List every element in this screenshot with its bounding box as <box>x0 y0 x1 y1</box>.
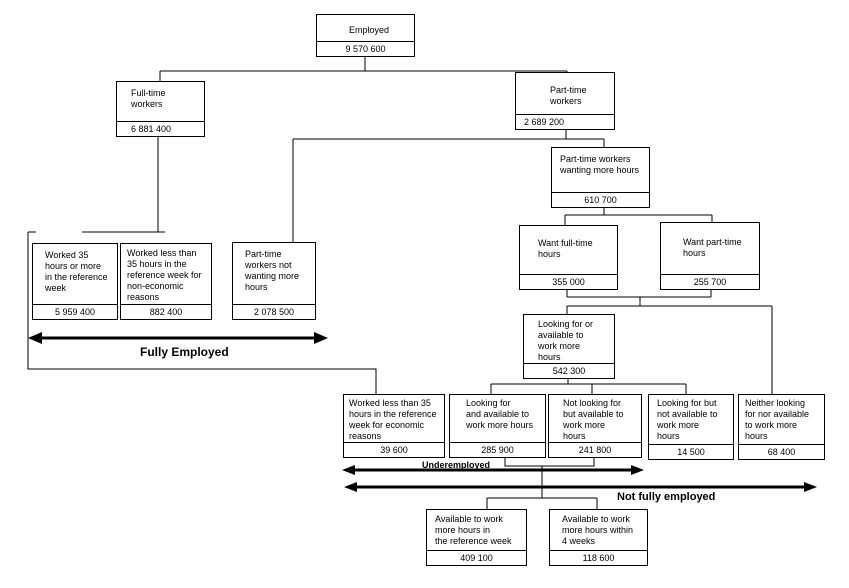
looking-or-available-box: Looking for or available to work more ho… <box>523 314 615 379</box>
want-parttime-label: Want part-time hours <box>683 237 742 258</box>
want-parttime-box: Want part-time hours 255 700 <box>660 222 760 290</box>
looking-and-available-label: Looking for and available to work more h… <box>466 398 534 430</box>
avail-ref-week-box: Available to work more hours in the refe… <box>426 509 527 566</box>
pt-not-wanting-box: Part-time workers not wanting more hours… <box>232 242 316 320</box>
looking-not-available-label: Looking for but not available to work mo… <box>657 398 718 441</box>
avail-4weeks-value: 118 600 <box>550 550 647 565</box>
not-looking-available-box: Not looking for but available to work mo… <box>548 394 642 458</box>
worked-less-noneco-value: 882 400 <box>121 304 211 319</box>
fulltime-label: Full-time workers <box>131 88 166 109</box>
looking-not-available-value: 14 500 <box>649 444 733 459</box>
parttime-value: 2 689 200 <box>516 114 614 129</box>
want-fulltime-box: Want full-time hours 355 000 <box>519 225 618 290</box>
not-fully-employed-caption: Not fully employed <box>617 491 716 503</box>
fulltime-value: 6 881 400 <box>117 121 204 136</box>
worked-less-noneco-box: Worked less than 35 hours in the referen… <box>120 243 212 320</box>
pt-not-wanting-value: 2 078 500 <box>233 304 315 319</box>
employed-value: 9 570 600 <box>317 41 414 56</box>
looking-or-available-value: 542 300 <box>524 363 614 378</box>
avail-4weeks-label: Available to work more hours within 4 we… <box>562 514 634 546</box>
worked-less-eco-label: Worked less than 35 hours in the referen… <box>349 398 437 441</box>
fully-employed-caption: Fully Employed <box>140 345 229 359</box>
looking-or-available-label: Looking for or available to work more ho… <box>538 319 594 362</box>
looking-and-available-value: 285 900 <box>450 442 545 457</box>
looking-and-available-box: Looking for and available to work more h… <box>449 394 546 458</box>
avail-4weeks-box: Available to work more hours within 4 we… <box>549 509 648 566</box>
want-fulltime-label: Want full-time hours <box>538 238 593 259</box>
want-fulltime-value: 355 000 <box>520 274 617 289</box>
employed-box: Employed 9 570 600 <box>316 14 415 57</box>
pt-wanting-box: Part-time workers wanting more hours 610… <box>551 147 650 208</box>
neither-box: Neither looking for nor available to wor… <box>738 394 825 460</box>
employed-label: Employed <box>349 25 390 35</box>
pt-wanting-label: Part-time workers wanting more hours <box>560 154 640 175</box>
worked35-value: 5 959 400 <box>33 304 117 319</box>
worked-less-noneco-label: Worked less than 35 hours in the referen… <box>127 248 202 302</box>
parttime-label: Part-time workers <box>550 85 587 106</box>
worked-less-eco-value: 39 600 <box>344 442 444 457</box>
neither-value: 68 400 <box>739 444 824 459</box>
fulltime-box: Full-time workers 6 881 400 <box>116 81 205 137</box>
worked-less-eco-box: Worked less than 35 hours in the referen… <box>343 394 445 458</box>
underemployed-caption: Underemployed <box>422 460 491 470</box>
pt-wanting-value: 610 700 <box>552 192 649 207</box>
worked35-box: Worked 35 hours or more in the reference… <box>32 243 118 320</box>
avail-ref-week-value: 409 100 <box>427 550 526 565</box>
parttime-box: Part-time workers 2 689 200 <box>515 72 615 130</box>
looking-not-available-box: Looking for but not available to work mo… <box>648 394 734 460</box>
want-parttime-value: 255 700 <box>661 274 759 289</box>
not-looking-available-value: 241 800 <box>549 442 641 457</box>
worked35-label: Worked 35 hours or more in the reference… <box>45 250 108 293</box>
pt-not-wanting-label: Part-time workers not wanting more hours <box>245 249 300 292</box>
not-looking-available-label: Not looking for but available to work mo… <box>563 398 624 441</box>
neither-label: Neither looking for nor available to wor… <box>745 398 810 441</box>
avail-ref-week-label: Available to work more hours in the refe… <box>435 514 512 546</box>
